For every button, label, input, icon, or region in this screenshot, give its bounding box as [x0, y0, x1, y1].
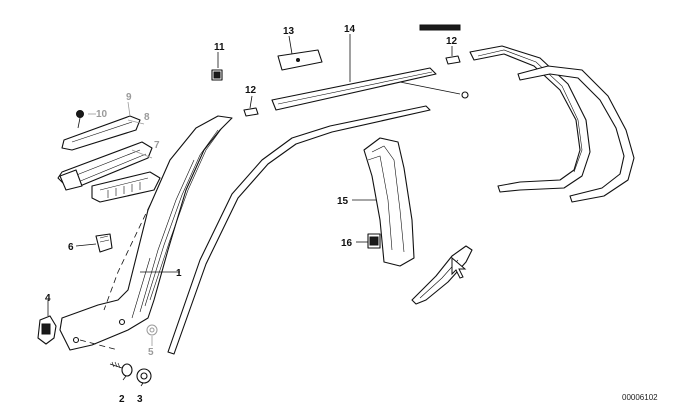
callout-11: 11	[214, 42, 225, 53]
callout-16: 16	[341, 238, 353, 249]
part-block-right	[445, 55, 461, 65]
callout-5: 5	[148, 347, 154, 358]
part-small-clip	[95, 233, 113, 253]
callout-14: 14	[344, 24, 356, 35]
part-plate	[277, 49, 323, 71]
part-window-seal-outer	[469, 45, 591, 193]
callout-13: 13	[283, 26, 295, 37]
callout-8: 8	[144, 112, 150, 123]
callout-1: 1	[176, 268, 182, 279]
part-lower-trim	[411, 245, 473, 305]
part-clip-top	[211, 69, 223, 81]
part-window-seal-inner	[517, 65, 635, 203]
part-block-left	[243, 107, 259, 117]
callout-4: 4	[45, 293, 51, 304]
part-bracket-clip	[37, 315, 57, 345]
callout-15: 15	[337, 196, 349, 207]
part-trim-clip-strip	[419, 24, 461, 31]
guide-line-2	[79, 339, 119, 351]
part-clip-small	[146, 324, 158, 336]
callout-6: 6	[68, 242, 74, 253]
part-clip-16	[367, 233, 381, 249]
part-b-pillar-trim	[363, 137, 415, 267]
callout-3: 3	[137, 394, 143, 405]
callout-labels: 1 2 3 4 5 6 7 8 9 10 11 12 13 14 12 15 1…	[45, 24, 458, 405]
callout-9: 9	[126, 92, 132, 103]
callout-2: 2	[119, 394, 125, 405]
part-screw-small	[76, 110, 84, 129]
callout-7: 7	[154, 140, 160, 151]
callout-10: 10	[96, 109, 108, 120]
guide-line-1	[103, 204, 151, 311]
part-trim-mid	[57, 141, 153, 191]
document-number: 00006102	[622, 393, 658, 402]
cursor-arrow-icon	[451, 256, 467, 279]
part-screw	[109, 361, 133, 377]
part-a-pillar-trim	[59, 115, 233, 351]
part-door-seal	[167, 105, 431, 355]
part-trim-cover	[61, 115, 141, 151]
callout-12-left: 12	[245, 85, 257, 96]
leader-lines	[47, 34, 453, 387]
part-cap	[136, 368, 152, 384]
part-trim-base	[91, 171, 161, 203]
part-roof-rail	[271, 67, 469, 111]
callout-12-right: 12	[446, 36, 458, 47]
